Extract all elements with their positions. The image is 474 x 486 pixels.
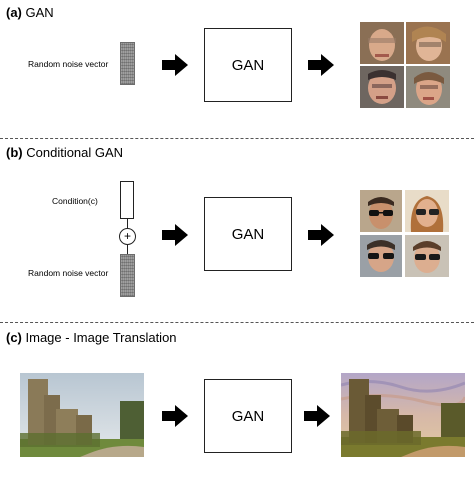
section-c-title-text: Image - Image Translation bbox=[25, 330, 177, 345]
section-c-tag: (c) bbox=[6, 330, 22, 345]
face-image bbox=[405, 190, 449, 232]
connector-line bbox=[127, 245, 128, 254]
gan-box-b: GAN bbox=[204, 197, 292, 271]
arrow-icon bbox=[304, 405, 330, 427]
noise-vector-label-b: Random noise vector bbox=[28, 268, 109, 278]
gan-box-c: GAN bbox=[204, 379, 292, 453]
condition-vector-box bbox=[120, 181, 134, 219]
castle-painting-output bbox=[341, 373, 465, 457]
noise-vector-bar-b bbox=[120, 254, 135, 297]
arrow-icon bbox=[162, 405, 188, 427]
section-c-title: (c) Image - Image Translation bbox=[6, 330, 177, 345]
noise-vector-label-a: Random noise vector bbox=[28, 59, 109, 69]
gan-label-c: GAN bbox=[231, 407, 265, 425]
plus-symbol: + bbox=[123, 229, 131, 243]
arrow-icon bbox=[162, 54, 188, 76]
gan-label-a: GAN bbox=[231, 56, 265, 74]
connector-line bbox=[127, 219, 128, 228]
noise-vector-bar-a bbox=[120, 42, 135, 85]
section-b-title: (b) Conditional GAN bbox=[6, 145, 123, 160]
gan-label-b: GAN bbox=[231, 225, 265, 243]
face-image bbox=[406, 66, 450, 108]
face-image bbox=[360, 66, 404, 108]
condition-label: Condition(c) bbox=[52, 196, 98, 206]
castle-photo-input bbox=[20, 373, 144, 457]
section-divider bbox=[0, 322, 474, 323]
plus-icon: + bbox=[119, 228, 136, 245]
gan-box-a: GAN bbox=[204, 28, 292, 102]
arrow-icon bbox=[308, 224, 334, 246]
section-b-tag: (b) bbox=[6, 145, 23, 160]
section-divider bbox=[0, 138, 474, 139]
face-image bbox=[360, 22, 404, 64]
face-image bbox=[360, 190, 402, 232]
face-image bbox=[405, 235, 449, 277]
section-b-title-text: Conditional GAN bbox=[26, 145, 124, 160]
arrow-icon bbox=[162, 224, 188, 246]
section-a-title-text: GAN bbox=[25, 5, 54, 20]
section-a-tag: (a) bbox=[6, 5, 22, 20]
section-a-title: (a) GAN bbox=[6, 5, 54, 20]
face-image bbox=[360, 235, 402, 277]
face-image bbox=[406, 22, 450, 64]
arrow-icon bbox=[308, 54, 334, 76]
